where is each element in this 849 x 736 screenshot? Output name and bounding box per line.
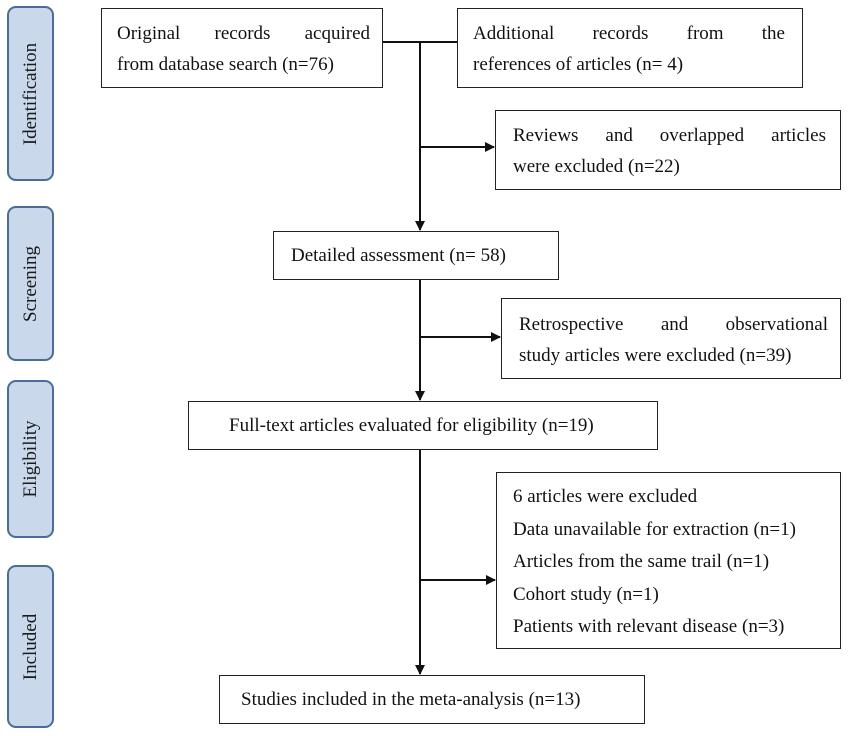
original-records-line1: Original records acquired [117,23,370,44]
retrospective-excluded-line1: Retrospective and observational [519,314,828,335]
six-excluded-box: 6 articles were excluded Data unavailabl… [496,472,841,649]
retrospective-excluded-box: Retrospective and observational study ar… [501,298,841,379]
reviews-excluded-line2: were excluded (n=22) [513,156,680,177]
stage-identification: Identification [7,6,54,181]
reviews-excluded-line1: Reviews and overlapped articles [513,125,826,146]
included-studies-box: Studies included in the meta-analysis (n… [219,675,645,724]
exclusion-reason-item: Cohort study (n=1) [513,583,659,605]
exclusion-reason-item: Patients with relevant disease (n=3) [513,616,785,637]
retrospective-excluded-line2: study articles were excluded (n=39) [519,345,792,366]
detailed-assessment-box: Detailed assessment (n= 58) [273,231,559,280]
additional-records-line1: Additional records from the [473,23,785,44]
reviews-excluded-box: Reviews and overlapped articles were exc… [495,110,841,190]
exclusion-reason-item: Articles from the same trail (n=1) [513,551,770,572]
stage-eligibility: Eligibility [7,380,54,538]
stage-included: Included [7,565,54,728]
detailed-assessment-text: Detailed assessment (n= 58) [291,245,506,266]
original-records-line2: from database search (n=76) [117,54,334,75]
original-records-box: Original records acquired from database … [101,8,383,88]
full-text-box: Full-text articles evaluated for eligibi… [188,401,658,450]
exclusion-reason-item: Data unavailable for extraction (n=1) [513,518,796,540]
additional-records-line2: references of articles (n= 4) [473,54,684,75]
six-excluded-title: 6 articles were excluded [513,486,698,507]
stage-screening: Screening [7,206,54,361]
included-studies-text: Studies included in the meta-analysis (n… [241,689,581,710]
additional-records-box: Additional records from the references o… [457,8,803,88]
full-text-text: Full-text articles evaluated for eligibi… [229,415,594,436]
